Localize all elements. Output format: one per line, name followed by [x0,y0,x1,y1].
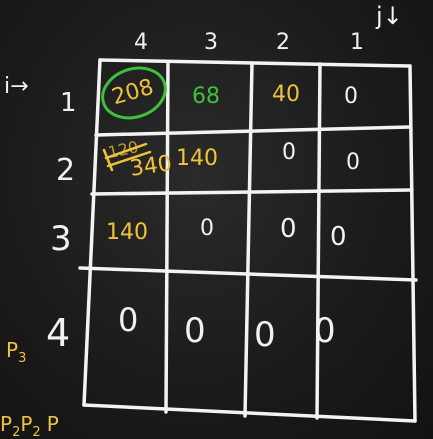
cell-r1-c1: 0 [344,84,358,109]
grid-right-border [408,64,417,423]
grid-col-line-1 [164,60,170,414]
cell-r4-c3: 0 [184,311,206,351]
grid-top-border [98,58,412,68]
cell-r4-c2: 0 [254,315,276,355]
cell-r3-c1: 0 [330,222,347,252]
cell-r2-c1: 0 [346,150,360,175]
cell-r3-c2: 0 [280,214,297,244]
column-header-4: 4 [134,30,148,55]
row-header-1: 1 [60,88,77,118]
cell-r2-c4: 340 [128,151,174,182]
column-index-label: j↓ [376,2,403,30]
row-index-label: i→ [4,74,29,99]
row-header-2: 2 [56,153,76,188]
highlight-circle [101,66,167,120]
cell-r4-c4: 0 [118,301,139,339]
column-header-3: 3 [204,30,218,55]
grid-col-line-3 [315,62,322,420]
column-header-2: 2 [276,30,290,55]
cell-r3-c4: 140 [106,220,148,245]
cell-r3-c3: 0 [200,216,214,241]
row-header-4: 4 [46,311,71,355]
grid-bottom-border [82,403,417,423]
grid-row-line-1 [94,125,412,137]
strike-line-3 [102,148,114,172]
cell-r2-c3: 140 [176,146,218,171]
grid-row-line-2 [90,188,414,196]
strike-line-1 [104,142,148,160]
column-header-1: 1 [350,30,364,55]
note-p3: P3 [6,338,27,366]
cell-r1-c3: 68 [192,84,220,109]
row-header-3: 3 [50,219,72,259]
grid-left-border [82,58,102,407]
grid-col-line-2 [243,61,254,418]
cell-r2-c2: 0 [282,140,296,165]
cell-r1-c2: 40 [272,82,300,107]
strike-line-2 [106,150,152,168]
cell-r4-c1: 0 [314,311,336,351]
